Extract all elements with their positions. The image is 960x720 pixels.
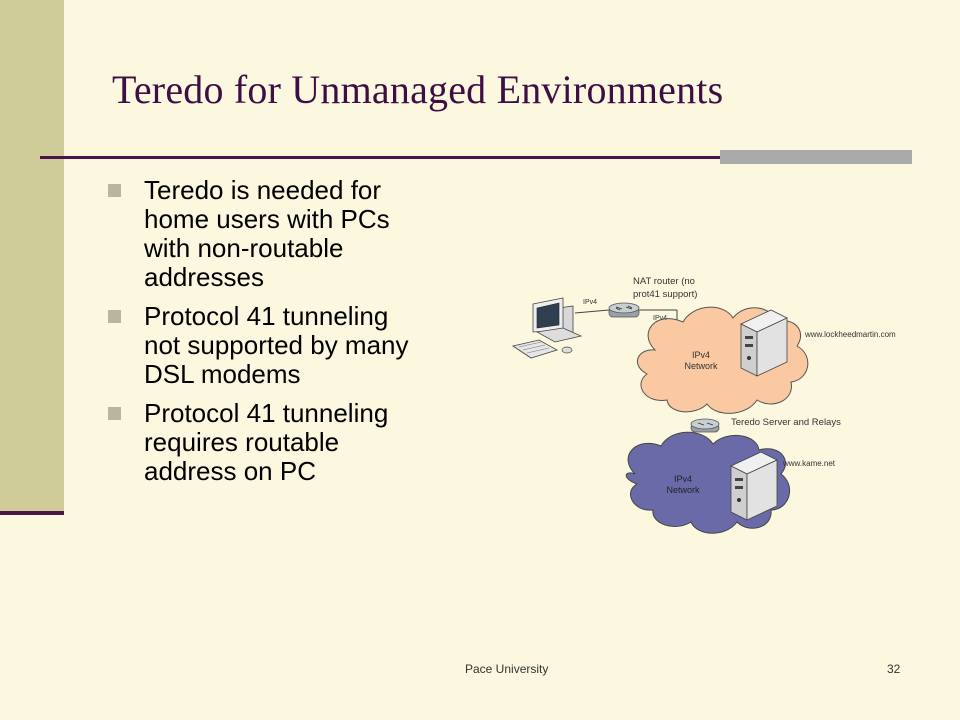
cloud-bottom-label-line1: IPv4 (674, 474, 692, 484)
bullet-list: Teredo is needed for home users with PCs… (106, 176, 476, 496)
pc-computer-icon (512, 297, 583, 359)
cloud-top-label-line1: IPv4 (692, 350, 710, 360)
bullet-item: Protocol 41 tunneling not supported by m… (106, 302, 476, 389)
bullet-square-icon (108, 310, 121, 323)
slide-title: Teredo for Unmanaged Environments (112, 67, 724, 112)
server-kame-icon (730, 451, 778, 521)
left-decorative-bar (0, 0, 64, 512)
nat-router-label-line1: NAT router (no (633, 276, 695, 287)
bullet-item: Teredo is needed for home users with PCs… (106, 176, 476, 292)
nat-router-label-line2: prot41 support) (633, 289, 697, 300)
link-label-pc: IPv4 (583, 299, 597, 306)
teredo-network-diagram: IPv4 Network IPv4 Network NAT router (no… (512, 276, 896, 534)
link-pc-router (574, 309, 610, 314)
server-lockheedmartin-icon (740, 309, 788, 377)
title-underline (40, 156, 912, 159)
bullet-line: Protocol 41 tunneling (144, 398, 389, 428)
title-underline-accent (720, 150, 912, 164)
footer-text: Pace University (465, 662, 549, 676)
bullet-line: not supported by many (144, 330, 409, 360)
cloud-bottom-label-line2: Network (666, 485, 700, 495)
link-label-router: IPv4 (653, 315, 667, 322)
bullet-square-icon (108, 407, 121, 420)
server-bottom-label: www.kame.net (782, 459, 836, 468)
bullet-line: Teredo is needed for (144, 175, 382, 205)
teredo-relay-label: Teredo Server and Relays (731, 417, 841, 428)
server-top-label: www.lockheedmartin.com (804, 330, 896, 339)
cloud-top-label-line2: Network (684, 361, 718, 371)
bullet-line: address on PC (144, 456, 316, 486)
nat-router-icon (608, 302, 640, 318)
bullet-line: home users with PCs (144, 204, 390, 234)
bullet-line: requires routable (144, 427, 340, 457)
page-number: 32 (887, 662, 901, 676)
teredo-relay-router-icon (690, 418, 720, 433)
bullet-square-icon (108, 184, 121, 197)
bullet-item: Protocol 41 tunneling requires routable … (106, 399, 476, 486)
bullet-line: Protocol 41 tunneling (144, 301, 389, 331)
bullet-line: DSL modems (144, 359, 301, 389)
bullet-line: with non-routable (144, 233, 344, 263)
left-bar-underline (0, 511, 64, 515)
bullet-line: addresses (144, 262, 264, 292)
